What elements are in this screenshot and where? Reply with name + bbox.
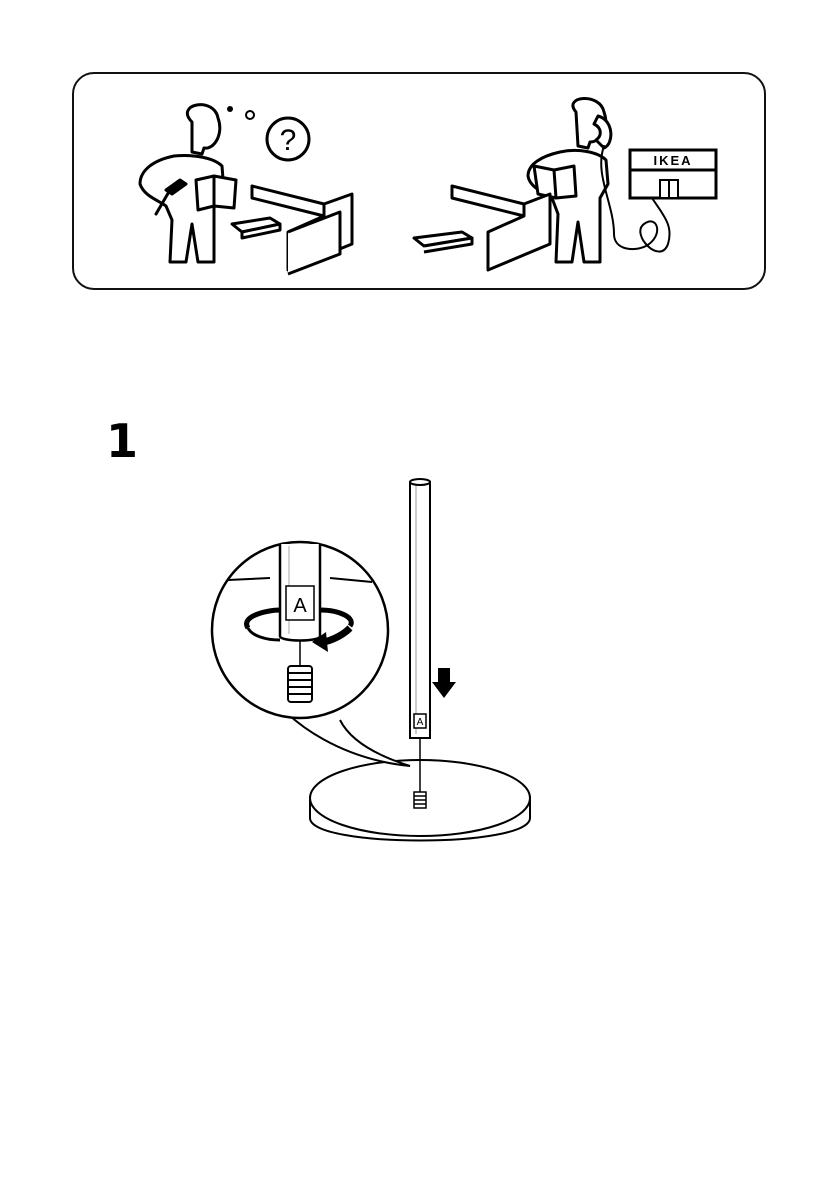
- base-threaded-stud: [414, 792, 426, 808]
- step-number: 1: [106, 418, 138, 464]
- furniture-pieces-right: [414, 186, 550, 270]
- question-mark: ?: [280, 124, 297, 157]
- detail-threaded-stud: [288, 666, 312, 702]
- pole-part-label: A: [414, 714, 426, 728]
- detail-callout: A: [212, 542, 410, 766]
- assembly-illustration: A A: [200, 470, 560, 900]
- confused-person-icon: [140, 105, 236, 262]
- ikea-store-icon: IKEA: [630, 150, 716, 198]
- question-thought-bubble-icon: ?: [227, 106, 309, 160]
- store-sign: IKEA: [653, 153, 692, 168]
- detail-part-label: A: [293, 595, 307, 617]
- svg-text:A: A: [417, 717, 424, 728]
- help-illustration: ?: [74, 74, 768, 292]
- furniture-pieces-left: [232, 186, 352, 274]
- lamp-pole: [410, 479, 430, 738]
- help-panel: ?: [72, 72, 766, 290]
- arrow-down-icon: [432, 668, 456, 698]
